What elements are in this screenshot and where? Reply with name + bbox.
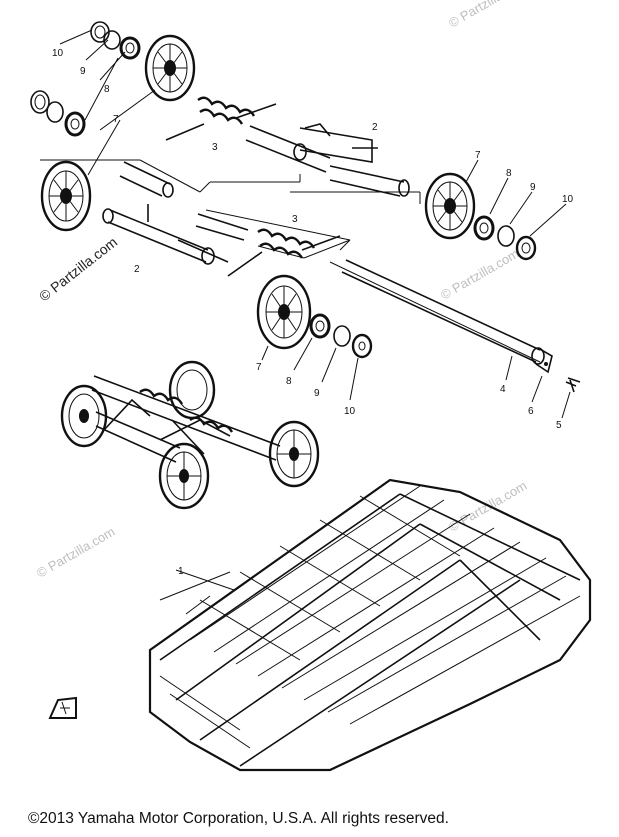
callout-9-middle: 9 — [314, 388, 320, 399]
callout-10-middle: 10 — [344, 406, 356, 417]
watermark-middle-left: © Partzilla.com — [36, 234, 120, 305]
ring-part-10-right — [515, 235, 537, 261]
callout-2-upper: 2 — [372, 122, 378, 133]
middle-wheel-group: 7 8 9 10 — [256, 274, 373, 417]
spring-part-3-lower — [227, 228, 341, 277]
ring-part-10-middle — [351, 333, 373, 359]
spring-part-3-upper — [165, 96, 277, 141]
front-arrow-icon — [48, 696, 77, 719]
wheel-assembled-front-left — [60, 384, 108, 448]
assembled-suspension — [60, 360, 320, 510]
bearing-part-8-upper — [64, 36, 141, 137]
callout-7-middle: 7 — [256, 362, 262, 373]
callout-5: 5 — [556, 420, 562, 431]
callout-9-right: 9 — [530, 182, 536, 193]
right-group: 7 8 9 10 — [424, 150, 574, 261]
watermark-top-right: © Partzilla.com — [446, 0, 529, 31]
wheel-part-7-upper — [144, 34, 196, 102]
wheel-part-7-left — [40, 160, 92, 232]
bearing-part-8-middle — [309, 313, 331, 339]
callout-3-upper: 3 — [212, 142, 218, 153]
wheel-assembled-front-bottom — [158, 442, 210, 510]
axle-part-4 — [341, 259, 581, 419]
callout-8-right: 8 — [506, 168, 512, 179]
copyright-notice: ©2013 Yamaha Motor Corporation, U.S.A. A… — [28, 810, 449, 827]
callout-7-right: 7 — [475, 150, 481, 161]
ring-part-10-upper — [30, 21, 110, 114]
wheel-assembled-rear-right — [268, 420, 320, 488]
ring-part-9-middle — [333, 325, 351, 347]
callout-10-upper: 10 — [52, 48, 64, 59]
shaft-part-2-upper — [245, 123, 410, 197]
callout-4: 4 — [500, 384, 506, 395]
callout-8-middle: 8 — [286, 376, 292, 387]
wheel-assembled-rear-top — [168, 360, 216, 420]
assembly-guide-lines — [40, 159, 541, 363]
ring-part-9-upper — [46, 30, 121, 123]
wheel-part-7-right — [424, 172, 476, 240]
callout-8-upper: 8 — [104, 84, 110, 95]
bearing-part-8-right — [473, 215, 495, 241]
callout-6: 6 — [528, 406, 534, 417]
callout-10-right: 10 — [562, 194, 574, 205]
track-part-1 — [148, 478, 592, 772]
leader-lines-upper-left — [59, 29, 156, 176]
callout-1: 1 — [178, 566, 184, 577]
callout-2-lower: 2 — [134, 264, 140, 275]
callout-3-lower: 3 — [292, 214, 298, 225]
ring-part-9-right — [497, 225, 515, 247]
callout-7-upper: 7 — [113, 114, 119, 125]
watermark-lower-left: © Partzilla.com — [34, 524, 117, 581]
watermark-middle-right: © Partzilla.com — [438, 246, 521, 303]
wheel-part-7-middle — [256, 274, 312, 350]
shaft-part-2-lower — [102, 161, 249, 265]
callout-9-upper: 9 — [80, 66, 86, 77]
upper-left-group: 10 9 8 7 — [30, 21, 196, 232]
